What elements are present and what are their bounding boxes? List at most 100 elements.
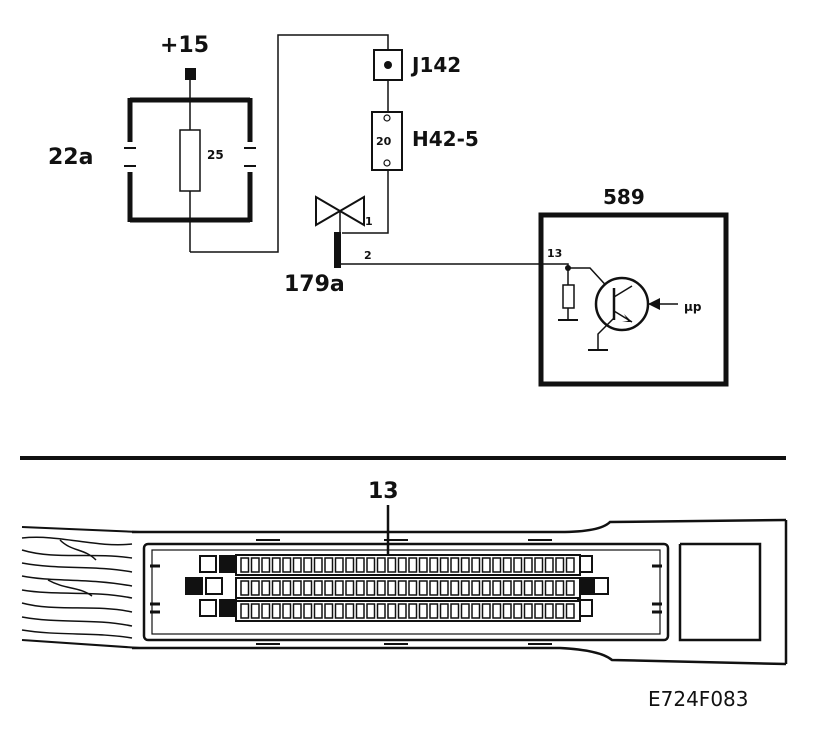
coding-keys-right [577, 555, 609, 617]
connector-pin [282, 603, 292, 619]
connector-pin [429, 603, 439, 619]
connector-pin [450, 557, 460, 573]
connector-pin [534, 603, 544, 619]
connector-pin [523, 557, 533, 573]
pin-rows [235, 554, 581, 622]
connector-pin [481, 603, 491, 619]
fuse-h42-5 [371, 111, 403, 171]
connector-j142-pin [384, 61, 392, 69]
connector-pin [292, 557, 302, 573]
connector-pin [313, 603, 323, 619]
connector-pin [502, 603, 512, 619]
connector-pin [345, 557, 355, 573]
connector-pin [523, 580, 533, 596]
connector-pin [376, 580, 386, 596]
connector-pin [555, 557, 565, 573]
connector-j142-label: J142 [410, 53, 461, 77]
connector-pin [397, 580, 407, 596]
connector-pin [481, 580, 491, 596]
fuse-h42-5-label: H42-5 [412, 127, 479, 151]
connector-pin [544, 603, 554, 619]
connector-pin [429, 580, 439, 596]
connector-pin [355, 580, 365, 596]
connector-pin [481, 557, 491, 573]
connector-housing [132, 518, 788, 666]
connector-pin [271, 603, 281, 619]
connector-pin [282, 557, 292, 573]
connector-pin [376, 603, 386, 619]
ecu-label: 589 [603, 185, 645, 209]
connector-pin [240, 603, 250, 619]
connector-pin [387, 603, 397, 619]
fuse-h42-5-value: 20 [376, 135, 392, 148]
connector-pin [271, 580, 281, 596]
connector-pin [523, 603, 533, 619]
wire-pin-label: 2 [364, 249, 372, 262]
connector-pin [492, 580, 502, 596]
connector-pin [292, 580, 302, 596]
pin-callout-label: 13 [368, 479, 399, 504]
connector-pin [534, 557, 544, 573]
connector-pin [429, 557, 439, 573]
connector-pin [387, 557, 397, 573]
fuse-25-value: 25 [207, 148, 224, 162]
connector-pin [303, 580, 313, 596]
connector-pin [387, 580, 397, 596]
figure-code: E724F083 [648, 687, 749, 711]
connector-pin [565, 557, 575, 573]
connector-pin [502, 580, 512, 596]
connector-pin [292, 603, 302, 619]
connector-pin [555, 580, 565, 596]
connector-pin [376, 557, 386, 573]
connector-pin [565, 603, 575, 619]
connector-pin [460, 580, 470, 596]
connector-pin [408, 580, 418, 596]
connector-pin [334, 557, 344, 573]
valve-pin-label: 1 [365, 215, 373, 228]
connector-pin [355, 557, 365, 573]
connector-pin [471, 603, 481, 619]
connector-pin [450, 603, 460, 619]
supply-label: +15 [160, 33, 209, 58]
connector-pin [565, 580, 575, 596]
connector-pin [282, 580, 292, 596]
connector-pin [544, 580, 554, 596]
connector-pin [366, 603, 376, 619]
connector-pin [492, 557, 502, 573]
connector-pin [366, 580, 376, 596]
connector-pin [261, 557, 271, 573]
ecu-transistor [594, 276, 650, 332]
valve-179a [315, 195, 365, 268]
relay-box-label: 22a [48, 145, 93, 170]
connector-pin [418, 580, 428, 596]
connector-pin [408, 603, 418, 619]
connector-pin [324, 557, 334, 573]
connector-pin [313, 557, 323, 573]
mu-p-arrow-icon [648, 298, 660, 310]
connector-pin [534, 580, 544, 596]
supply-terminal [185, 68, 196, 80]
connector-pin [250, 557, 260, 573]
connector-pin [240, 557, 250, 573]
connector-pin [250, 603, 260, 619]
connector-pin [544, 557, 554, 573]
connector-pin [324, 580, 334, 596]
wire-harness [21, 526, 141, 649]
connector-pin [366, 557, 376, 573]
connector-pin [460, 557, 470, 573]
connector-pin [408, 557, 418, 573]
connector-pin [313, 580, 323, 596]
connector-pin [555, 603, 565, 619]
connector-pin [502, 557, 512, 573]
connector-pin [250, 580, 260, 596]
connector-pin [397, 603, 407, 619]
ecu-589-box [538, 212, 729, 387]
connector-pin [450, 580, 460, 596]
connector-pin [513, 603, 523, 619]
connector-pin [439, 557, 449, 573]
connector-pin [261, 603, 271, 619]
connector-pin [303, 557, 313, 573]
fuse-25 [179, 129, 201, 192]
valve-label: 179a [284, 272, 345, 297]
